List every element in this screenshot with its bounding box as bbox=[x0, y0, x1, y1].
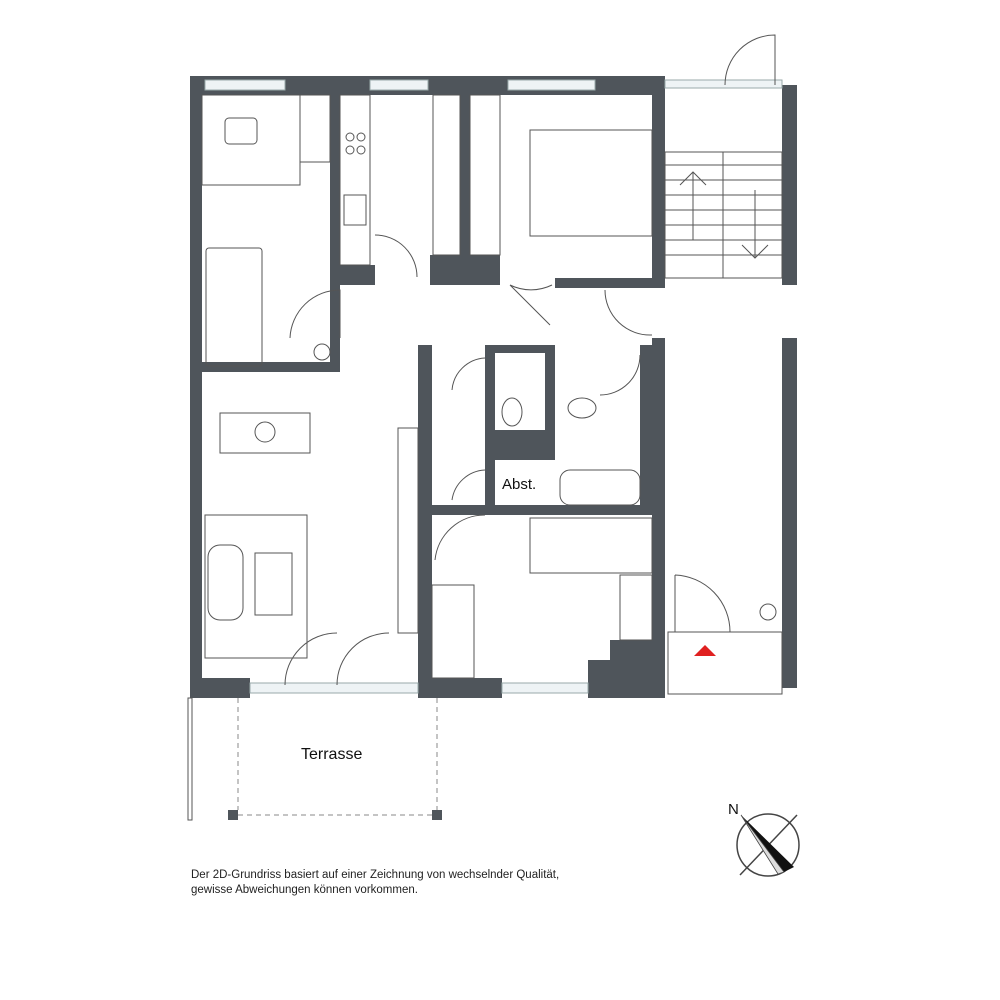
walls bbox=[190, 76, 797, 698]
compass-north-label: N bbox=[728, 801, 739, 818]
room-label-terrace: Terrasse bbox=[301, 746, 363, 763]
disclaimer-line-1: Der 2D-Grundriss basiert auf einer Zeich… bbox=[191, 869, 560, 881]
disclaimer-line-2: gewisse Abweichungen können vorkommen. bbox=[191, 884, 418, 896]
room-label-storage: Abst. bbox=[502, 476, 537, 493]
windows bbox=[204, 79, 783, 694]
compass-icon bbox=[736, 813, 800, 877]
terrace bbox=[187, 697, 442, 821]
staircase bbox=[664, 151, 783, 279]
door-swings bbox=[284, 34, 776, 686]
disclaimer: Der 2D-Grundriss basiert auf einer Zeich… bbox=[191, 868, 559, 898]
entrance-arrow bbox=[694, 645, 716, 656]
furniture bbox=[201, 94, 783, 695]
